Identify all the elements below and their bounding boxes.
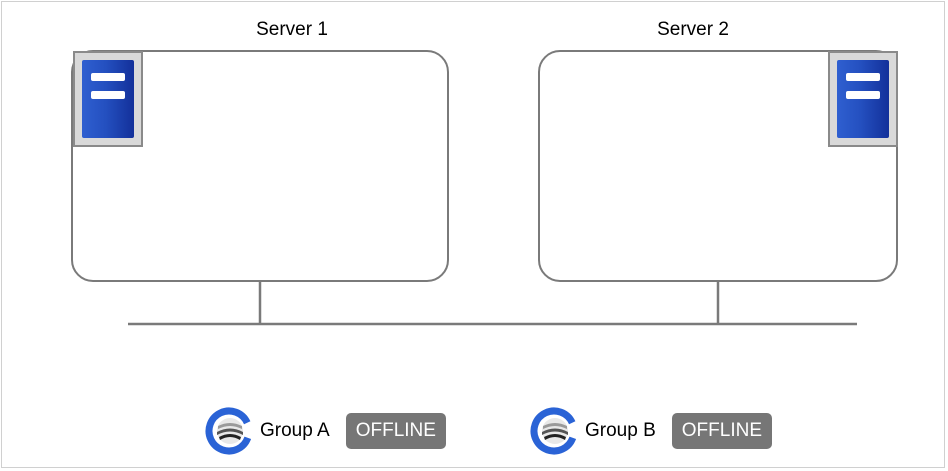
group-a-status-badge: OFFLINE [345,413,446,449]
server2-label: Server 2 [657,19,729,40]
group-a: Group A OFFLINE [204,406,446,456]
server-tower-icon [82,60,134,138]
group-b-name: Group B [585,420,656,441]
server1-label: Server 1 [256,19,328,40]
group-swirl-icon [530,407,578,455]
group-b: Group B OFFLINE [529,406,772,456]
group-b-status-badge: OFFLINE [671,413,772,449]
group-swirl-icon [205,407,253,455]
server1-server-icon [73,51,143,147]
group-a-name: Group A [260,420,330,441]
server2-server-icon [828,51,898,147]
server-tower-icon [837,60,889,138]
